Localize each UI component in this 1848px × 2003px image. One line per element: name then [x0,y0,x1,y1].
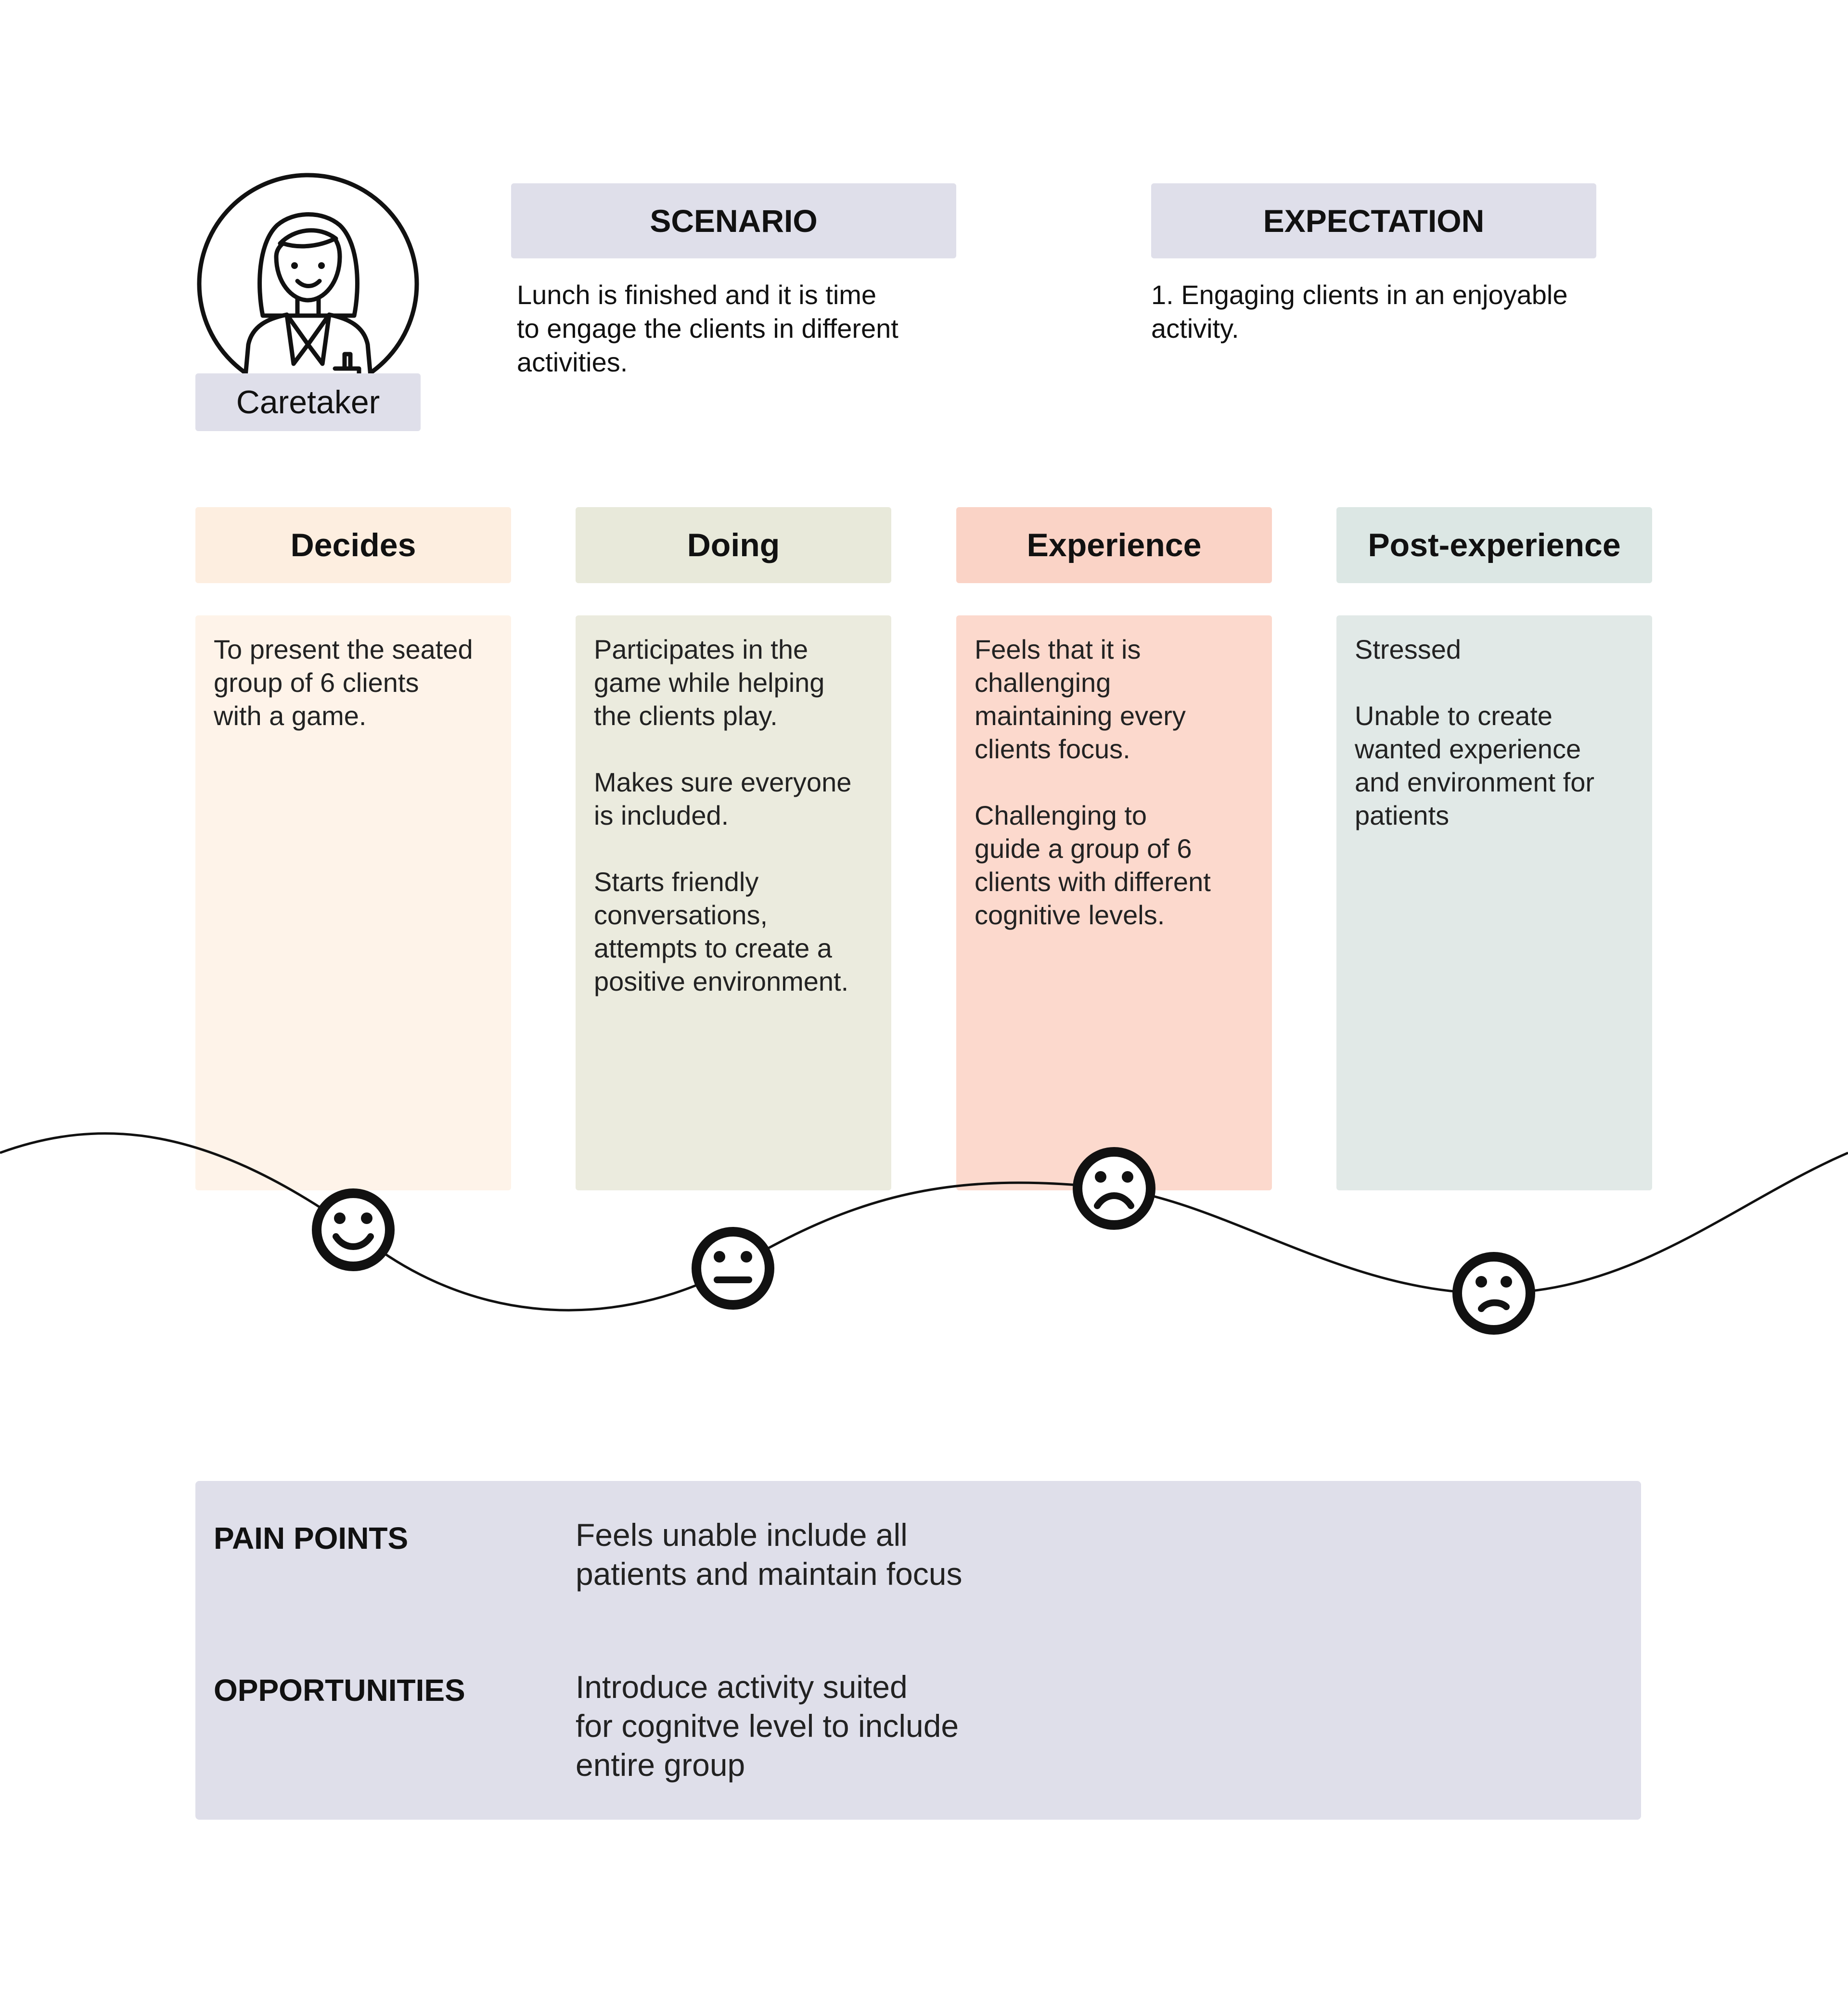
caretaker-avatar-icon [197,173,419,395]
expectation-text: 1. Engaging clients in an enjoyable acti… [1151,280,1568,344]
stage-header-post-experience: Post-experience [1336,507,1652,583]
expectation-header: EXPECTATION [1151,183,1596,258]
stage-header-doing: Doing [576,507,891,583]
stage-body-post-experience: Stressed Unable to create wanted experie… [1336,615,1652,1190]
insights-panel [195,1481,1641,1820]
stage-body-experience: Feels that it is challenging maintaining… [956,615,1272,1190]
sad-face-icon [1452,1252,1535,1335]
stage-body-doing: Participates in the game while helping t… [576,615,891,1190]
stage-body-decides: To present the seated group of 6 clients… [195,615,511,1190]
scenario-text: Lunch is finished and it is time to enga… [517,280,898,377]
pain-points-label: PAIN POINTS [214,1521,409,1556]
happy-face-icon [312,1188,395,1271]
stage-header-experience: Experience [956,507,1272,583]
pain-points-text: Feels unable include all patients and ma… [576,1517,962,1592]
emotion-curve [0,1132,1848,1335]
stage-header-decides: Decides [195,507,511,583]
very-sad-face-icon [1073,1147,1155,1230]
neutral-face-icon [692,1227,774,1310]
scenario-header: SCENARIO [511,183,956,258]
emotion-curve-line [0,1132,1848,1312]
persona-label: Caretaker [195,373,421,431]
opportunities-label: OPPORTUNITIES [214,1673,465,1708]
opportunities-text: Introduce activity suited for cognitve l… [576,1669,959,1783]
